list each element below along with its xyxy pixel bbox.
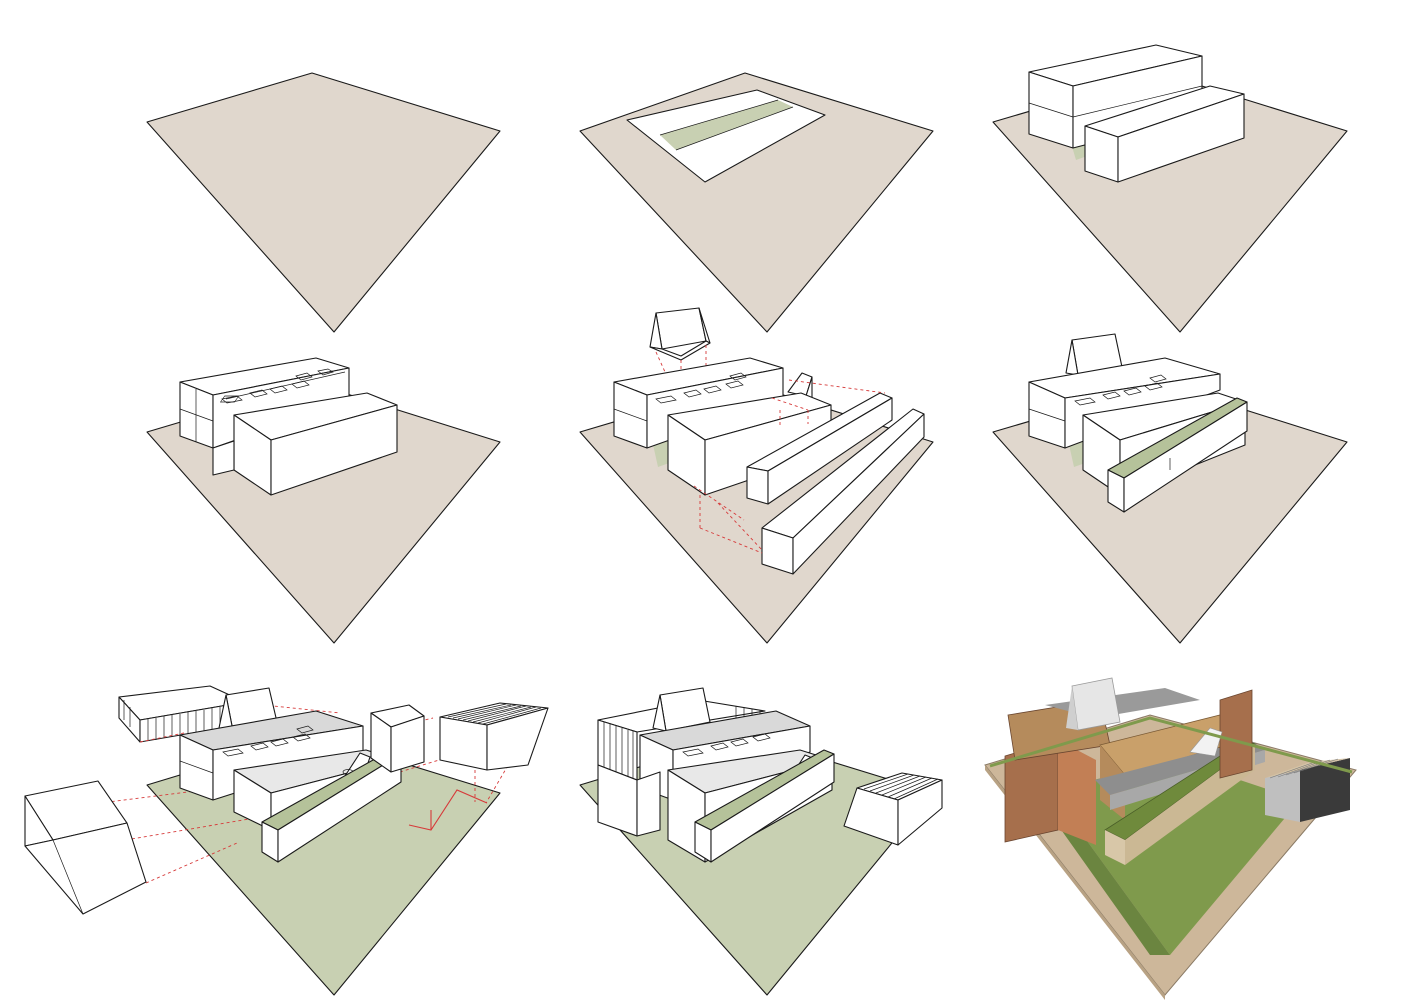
step-6-assembled-massing bbox=[992, 333, 1348, 644]
step-8-assembled-envelope bbox=[579, 687, 943, 996]
step-5-exploded-additions bbox=[579, 307, 934, 644]
step-3-linear-bars bbox=[992, 44, 1348, 333]
step-2-courtyard-cut bbox=[579, 72, 934, 333]
step-7-exploded-envelope bbox=[24, 685, 549, 996]
slatted-screen bbox=[118, 685, 246, 743]
step-4-stacked-volumes bbox=[146, 357, 501, 644]
step-1-empty-site bbox=[146, 72, 501, 333]
step-9-rendered-model bbox=[984, 677, 1357, 1000]
